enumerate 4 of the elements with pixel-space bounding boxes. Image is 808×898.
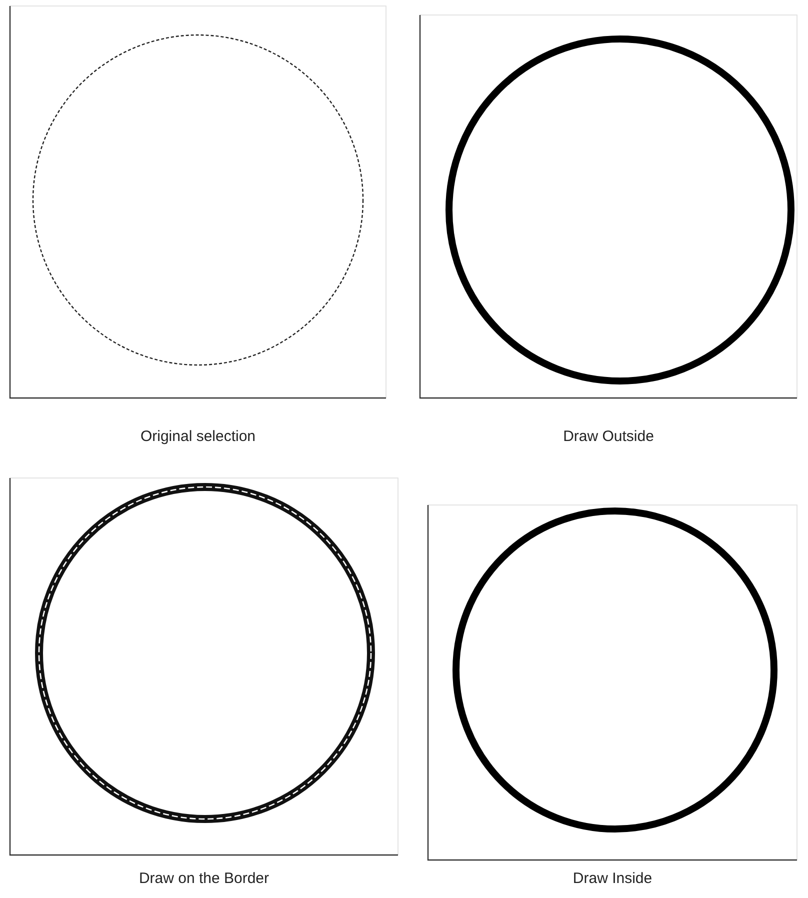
- caption: Draw on the Border: [138, 870, 270, 887]
- caption: Draw Outside: [563, 428, 654, 445]
- caption: Draw Inside: [572, 870, 652, 887]
- caption: Original selection: [140, 428, 256, 445]
